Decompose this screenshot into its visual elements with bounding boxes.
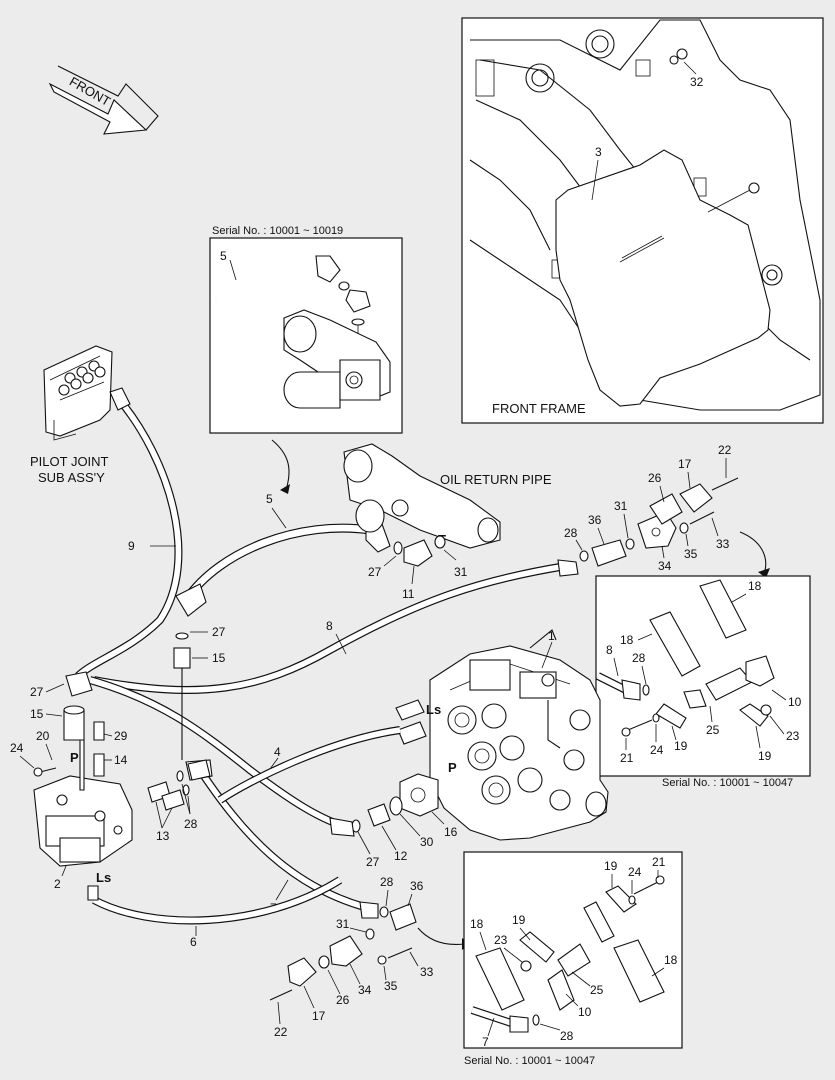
- pilot-joint-label-1: PILOT JOINT: [30, 454, 109, 469]
- hose-valve-return: [217, 726, 401, 804]
- callout-35-b: 35: [384, 979, 398, 993]
- port-ls-main: Ls: [426, 702, 441, 717]
- callout-10-b: 10: [578, 1005, 592, 1019]
- callout-16: 16: [444, 825, 458, 839]
- callout-27-a: 27: [368, 565, 382, 579]
- callout-22-a: 22: [718, 443, 732, 457]
- callout-19-r1: 19: [674, 739, 688, 753]
- hose-4: 4: [88, 676, 355, 837]
- front-frame-inset: 3 32 FRONT FRAME: [461, 17, 824, 424]
- callout-28-bi: 28: [560, 1029, 574, 1043]
- callout-13: 13: [156, 829, 170, 843]
- right-inset: Serial No. : 10001 ~ 10047 8 18 18 28 10…: [595, 575, 811, 789]
- front-frame-label: FRONT FRAME: [492, 401, 586, 416]
- callout-19-r2: 19: [758, 749, 772, 763]
- callout-18-r1: 18: [620, 633, 634, 647]
- front-label: FRONT: [67, 74, 113, 109]
- callout-21-b: 21: [652, 855, 666, 869]
- callout-27-b: 27: [366, 855, 380, 869]
- callout-18-b2: 18: [664, 953, 678, 967]
- callout-4: 4: [274, 745, 281, 759]
- callout-23-b: 23: [494, 933, 508, 947]
- callout-19-b1: 19: [604, 859, 618, 873]
- callout-28-a: 28: [564, 526, 578, 540]
- callout-33-a: 33: [716, 537, 730, 551]
- serial-top-label: Serial No. : 10001 ~ 10019: [212, 225, 343, 237]
- callout-7-b: 7: [482, 1035, 489, 1049]
- oil-return-pipe: OIL RETURN PIPE T 27 11 31: [343, 443, 552, 601]
- callout-25-r: 25: [706, 723, 720, 737]
- callout-15-a: 15: [212, 651, 226, 665]
- callout-17-a: 17: [678, 457, 692, 471]
- callout-12: 12: [394, 849, 408, 863]
- callout-18-r2: 18: [748, 579, 762, 593]
- callout-5: 5: [266, 492, 273, 506]
- fittings-mid: 30 12 27: [351, 796, 434, 869]
- callout-8-r: 8: [606, 643, 613, 657]
- callout-36-b: 36: [410, 879, 424, 893]
- callout-9: 9: [128, 539, 135, 553]
- callout-20: 20: [36, 729, 50, 743]
- callout-17-b: 17: [312, 1009, 326, 1023]
- connector-group-bottom: 28 36 31 26 34 35 33 17 22: [269, 875, 434, 1039]
- callout-14: 14: [114, 753, 128, 767]
- callout-24-b: 24: [628, 865, 642, 879]
- callout-6: 6: [190, 935, 197, 949]
- top-inset: Serial No. : 10001 ~ 10019 T 5: [209, 225, 403, 434]
- pilot-block: P Ls 27 15 29 20 24 14 13 28 2: [10, 671, 211, 901]
- hose-9: 9: [75, 387, 183, 680]
- callout-31-c: 31: [336, 917, 350, 931]
- bottom-inset: Serial No. : 10001 ~ 10047 19 21 24 19 1…: [463, 851, 683, 1067]
- callout-24-l: 24: [10, 741, 24, 755]
- main-control-valve: Ls P 1 16: [395, 629, 609, 841]
- callout-32: 32: [690, 75, 704, 89]
- callout-11: 11: [402, 587, 415, 601]
- callout-34-b: 34: [358, 983, 372, 997]
- callout-15-b: 15: [30, 707, 44, 721]
- callout-21-r: 21: [620, 751, 634, 765]
- pipe-15: 27 15: [173, 625, 226, 760]
- oil-return-label: OIL RETURN PIPE: [440, 472, 552, 487]
- callout-31-b: 31: [614, 499, 628, 513]
- connector-group-top: 28 36 31 26 17 22 34 35 33: [564, 443, 739, 573]
- callout-34-a: 34: [658, 559, 672, 573]
- callout-27-d: 27: [30, 685, 44, 699]
- callout-26-b: 26: [336, 993, 350, 1007]
- callout-31-a: 31: [454, 565, 468, 579]
- callout-26-a: 26: [648, 471, 662, 485]
- callout-36-a: 36: [588, 513, 602, 527]
- pilot-joint: PILOT JOINT SUB ASS'Y: [30, 345, 113, 485]
- port-p-left: P: [70, 750, 79, 765]
- hose-6: 6: [92, 876, 343, 949]
- callout-28-l: 28: [184, 817, 198, 831]
- callout-1: 1: [548, 629, 555, 643]
- hose-7: 7: [185, 759, 379, 919]
- callout-29: 29: [114, 729, 128, 743]
- callout-19-b2: 19: [512, 913, 526, 927]
- callout-22-b: 22: [274, 1025, 288, 1039]
- callout-35-a: 35: [684, 547, 698, 561]
- port-p-main: P: [448, 760, 457, 775]
- callout-2: 2: [54, 877, 61, 891]
- serial-bottom-label: Serial No. : 10001 ~ 10047: [464, 1055, 595, 1067]
- callout-8: 8: [326, 619, 333, 633]
- hose-5: 5: [175, 492, 391, 617]
- callout-24-r: 24: [650, 743, 664, 757]
- callout-3: 3: [595, 145, 602, 159]
- callout-28-b: 28: [380, 875, 394, 889]
- callout-33-b: 33: [420, 965, 434, 979]
- front-arrow: FRONT: [48, 65, 159, 135]
- callout-28-r: 28: [632, 651, 646, 665]
- callout-18-b1: 18: [470, 917, 484, 931]
- port-ls-left: Ls: [96, 870, 111, 885]
- callout-23-r: 23: [786, 729, 800, 743]
- callout-27-c: 27: [212, 625, 226, 639]
- callout-10-r: 10: [788, 695, 802, 709]
- callout-30: 30: [420, 835, 434, 849]
- callout-5-top: 5: [220, 249, 227, 263]
- callout-25-b: 25: [590, 983, 604, 997]
- pilot-joint-label-2: SUB ASS'Y: [38, 470, 105, 485]
- serial-right-label: Serial No. : 10001 ~ 10047: [662, 777, 793, 789]
